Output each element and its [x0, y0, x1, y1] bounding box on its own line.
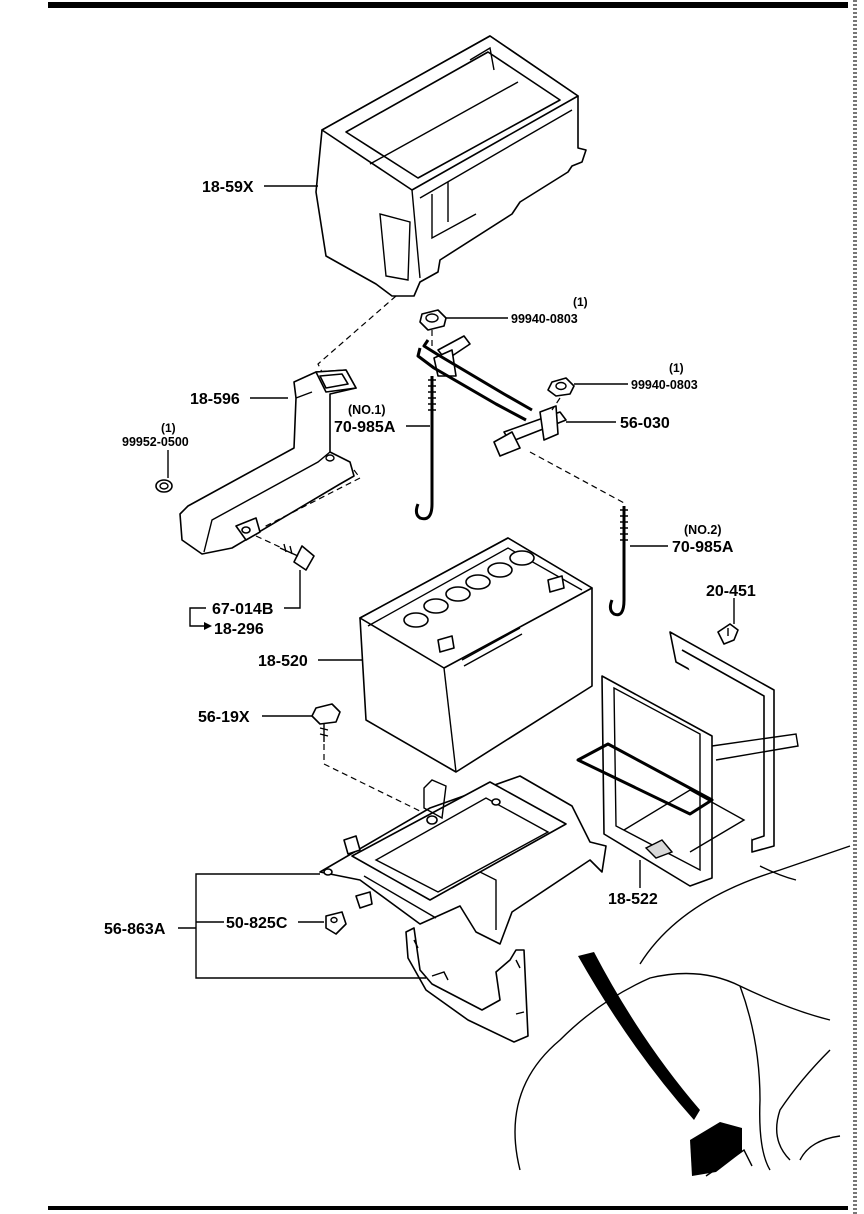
label-nut-b: 99940-0803 [631, 378, 698, 392]
leader-tray-assy [195, 873, 426, 979]
nut-b-drawing [547, 377, 575, 397]
vehicle-silhouette [514, 845, 851, 1177]
rod-1-drawing [414, 376, 436, 521]
battery-tray-drawing [319, 775, 607, 945]
bottom-border [48, 1206, 848, 1210]
label-nut-b-qty: (1) [669, 361, 684, 375]
screw-drawing [279, 543, 315, 571]
label-rod-2-tag: (NO.2) [684, 523, 722, 537]
nut-a-drawing [419, 309, 447, 331]
label-nut-a-qty: (1) [573, 295, 588, 309]
rod-2-drawing [608, 506, 628, 617]
battery-drawing [359, 537, 593, 773]
clip-ring-drawing [155, 479, 173, 493]
leader-screw-alt [189, 607, 206, 627]
dash-duct-mount [261, 469, 361, 529]
pointer-arrow [578, 952, 700, 1120]
nut-bracket-drawing [325, 911, 347, 935]
label-rod-1: 70-985A [334, 419, 396, 436]
dash-bolt-tray [323, 744, 427, 815]
label-rod-1-tag: (NO.1) [348, 403, 386, 417]
terminal-negative [437, 635, 455, 653]
label-battery: 18-520 [258, 653, 308, 670]
label-clip2: 20-451 [706, 583, 756, 600]
top-border [48, 2, 848, 8]
bolt-drawing [311, 703, 341, 742]
label-screw-alt: 18-296 [214, 621, 264, 638]
clip-ring-inner [159, 482, 169, 490]
battery-frame-drawing [576, 631, 799, 887]
label-nut-bracket: 50-825C [226, 915, 288, 932]
label-tray-assy: 56-863A [104, 921, 166, 938]
label-clip: 99952-0500 [122, 435, 189, 449]
dash-cover-duct [317, 295, 397, 373]
label-rod-2: 70-985A [672, 539, 734, 556]
label-clamp: 56-030 [620, 415, 670, 432]
arrow-screw-alt [204, 622, 212, 630]
label-duct: 18-596 [190, 391, 240, 408]
dash-nut-b [551, 397, 561, 411]
clamp-drawing [416, 335, 567, 457]
label-cover: 18-59X [202, 179, 254, 196]
label-screw: 67-014B [212, 601, 273, 618]
battery-cell-caps [403, 550, 535, 628]
air-duct-drawing [179, 369, 357, 555]
battery-cover-drawing [315, 35, 587, 297]
clip-20-451-drawing [717, 623, 739, 645]
battery-location-marker [690, 1122, 742, 1176]
terminal-positive [547, 575, 565, 593]
tray-bracket-drawing [405, 927, 529, 1043]
leader-screw [284, 570, 301, 609]
label-clip-qty: (1) [161, 421, 176, 435]
dash-clamp-rod2 [529, 451, 627, 505]
label-nut-a: 99940-0803 [511, 312, 578, 326]
dash-screw [255, 535, 283, 549]
label-frame: 18-522 [608, 891, 658, 908]
label-bolt: 56-19X [198, 709, 250, 726]
